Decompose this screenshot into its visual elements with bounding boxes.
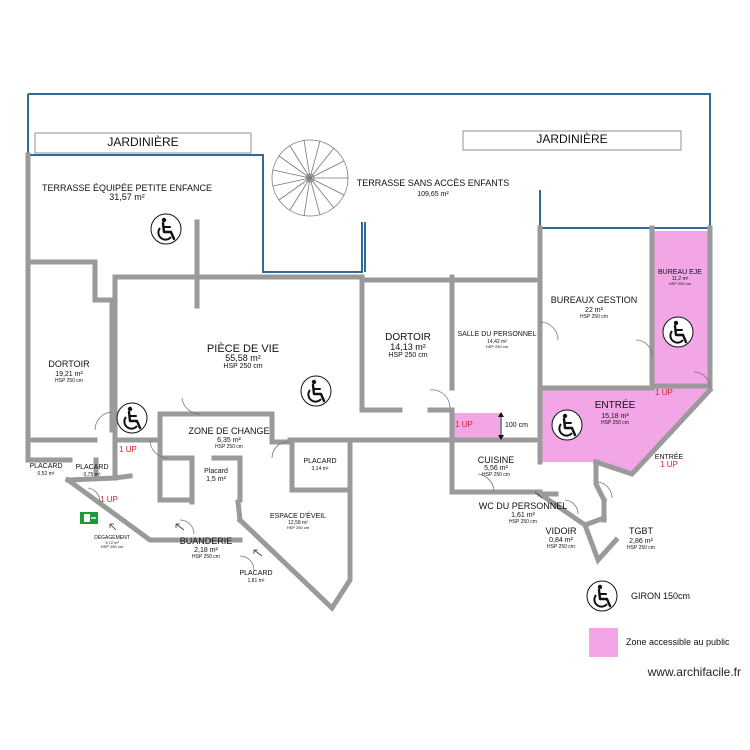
- room-hsp: HSP 250 cm: [580, 314, 608, 320]
- room-name: TERRASSE SANS ACCÈS ENFANTS: [357, 178, 510, 188]
- room-name: DÉGAGEMENT: [94, 534, 130, 541]
- room-area: 1,81 m²: [248, 578, 265, 584]
- room-area: 1,5 m²: [206, 476, 227, 483]
- room-area: 109,65 m²: [417, 191, 449, 198]
- room-area: 3,14 m²: [312, 466, 329, 472]
- door-swings: [87, 321, 711, 571]
- room-name: TGBT: [629, 526, 654, 536]
- room-name: TERRASSE ÉQUIPÉE PETITE ENFANCE: [42, 183, 212, 193]
- room-area: 3,72 m²: [105, 540, 119, 545]
- room-name: PLACARD: [75, 464, 108, 471]
- arrow-marker-icon: [253, 549, 263, 557]
- room-area: 14,13 m²: [390, 342, 426, 352]
- room-name: ENTRÉE: [595, 398, 636, 411]
- room-name: DORTOIR: [48, 359, 90, 369]
- room-name: BUREAUX GESTION: [551, 295, 638, 305]
- room-name: PLACARD: [239, 570, 272, 577]
- room-name: VIDOIR: [545, 526, 577, 536]
- room-area: 1,61 m²: [511, 512, 535, 519]
- room-hsp: HSP 250 cm: [601, 420, 629, 426]
- spiral-staircase: [271, 139, 349, 217]
- room-area: 0,84 m²: [549, 537, 573, 544]
- arrow-marker-icon: [534, 491, 543, 499]
- wheelchair-icon: [661, 315, 695, 349]
- dimension-marker: [498, 412, 504, 440]
- dimension-label: 100 cm: [505, 422, 528, 429]
- room-hsp: HSP 250 cm: [101, 544, 124, 549]
- walls: [25, 152, 714, 612]
- planter-left: [34, 132, 252, 154]
- room-hsp: HSP 250 cm: [482, 472, 510, 478]
- watermark: www.archifacile.fr: [647, 665, 741, 679]
- room-area: 31,57 m²: [109, 192, 145, 202]
- legend-giron-label: GIRON 150cm: [631, 591, 690, 601]
- room-hsp: HSP 250 cm: [223, 363, 262, 370]
- planter-left-label: JARDINIÈRE: [107, 134, 178, 149]
- step-up-marker: 1 UP: [455, 420, 473, 429]
- room-name: SALLE DU PERSONNEL: [458, 331, 537, 338]
- room-area: 55,58 m²: [225, 353, 261, 363]
- legend-public-label: Zone accessible au public: [626, 637, 730, 647]
- room-name: BUREAU EJE: [658, 269, 702, 276]
- wheelchair-icon: [550, 408, 584, 442]
- room-hsp: HSP 250 cm: [215, 444, 243, 450]
- room-area: 22 m²: [585, 307, 604, 314]
- room-hsp: HSP 250 cm: [55, 378, 83, 384]
- wheelchair-icon: [115, 401, 149, 435]
- step-up-marker: 1 UP: [660, 460, 678, 469]
- room-area: 0,52 m²: [38, 471, 55, 477]
- room-area: 2,86 m²: [629, 538, 653, 545]
- room-hsp: HSP 250 cm: [627, 545, 655, 551]
- public-zone-corridor: [452, 413, 500, 439]
- room-name: Placard: [204, 468, 228, 475]
- arrow-marker-icon: [109, 523, 117, 531]
- room-name: ZONE DE CHANGE: [188, 426, 269, 436]
- emergency-exit-icon: [80, 512, 98, 524]
- room-name: BUANDERIE: [180, 536, 233, 546]
- exterior-entrance-label: ENTRÉE: [655, 452, 684, 461]
- room-name: WC DU PERSONNEL: [479, 501, 568, 511]
- room-name: ESPACE D'ÉVEIL: [270, 511, 326, 520]
- public-zone-entree: [540, 386, 710, 474]
- room-area: 14,42 m²: [487, 339, 507, 345]
- room-area: 15,18 m²: [601, 413, 629, 420]
- room-hsp: HSP 250 cm: [192, 554, 220, 560]
- room-area: 12,58 m²: [288, 520, 308, 526]
- wheelchair-icon: [585, 579, 619, 613]
- public-zone-bureau-eje: [652, 231, 710, 385]
- room-area: 19,21 m²: [55, 371, 83, 378]
- planter-right: [462, 130, 682, 151]
- room-hsp: HSP 250 cm: [287, 525, 310, 530]
- room-area: 5,56 m²: [484, 465, 508, 472]
- room-hsp: HSP 250 cm: [486, 344, 509, 349]
- room-hsp: HSP 250 cm: [669, 281, 692, 286]
- legend-public-swatch: [589, 628, 618, 657]
- room-area: 11,2 m²: [672, 276, 689, 282]
- room-area: 0,75 m²: [84, 472, 101, 478]
- step-up-marker: 1 UP: [655, 388, 673, 397]
- room-name: CUISINE: [478, 455, 515, 465]
- room-area: 2,18 m²: [194, 547, 218, 554]
- room-area: 6,35 m²: [217, 437, 241, 444]
- wheelchair-icon: [299, 374, 333, 408]
- wheelchair-icon: [149, 212, 183, 246]
- step-up-marker: 1 UP: [119, 445, 137, 454]
- planter-right-label: JARDINIÈRE: [536, 131, 607, 146]
- arrow-marker-icon: [175, 523, 185, 531]
- room-hsp: HSP 250 cm: [509, 519, 537, 525]
- step-up-marker: 1 UP: [100, 495, 118, 504]
- room-name: PLACARD: [303, 458, 336, 465]
- room-name: PIÈCE DE VIE: [207, 342, 279, 355]
- room-name: PLACARD: [29, 463, 62, 470]
- room-hsp: HSP 250 cm: [547, 544, 575, 550]
- room-name: DORTOIR: [385, 332, 431, 343]
- room-hsp: HSP 250 cm: [388, 352, 427, 359]
